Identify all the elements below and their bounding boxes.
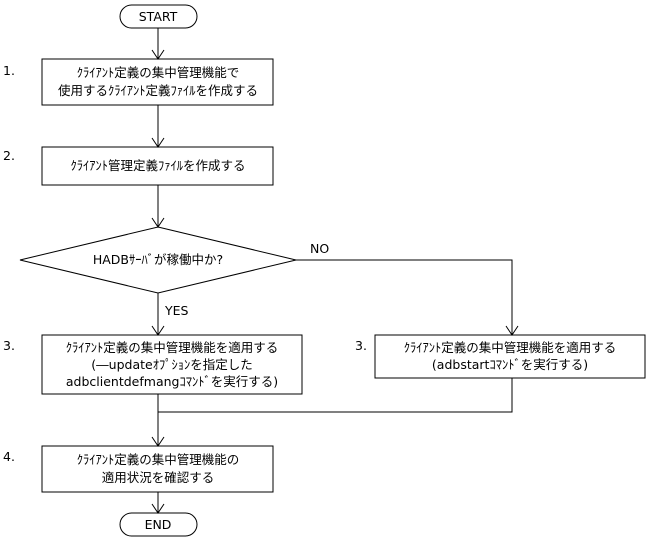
step3-yes-text-line2: (―updateｵﾌﾟｼｮﾝを指定した (91, 357, 253, 372)
connector-no (296, 259, 513, 335)
start-label: START (138, 9, 178, 24)
step2-text: ｸﾗｲｱﾝﾄ管理定義ﾌｧｲﾙを作成する (70, 158, 246, 173)
step3-yes-box (41, 334, 303, 395)
decision-yes-label: YES (165, 303, 189, 318)
step3-yes-text-line3: adbclientdefmangｺﾏﾝﾄﾞを実行する) (65, 374, 279, 389)
step4-text-line1: ｸﾗｲｱﾝﾄ定義の集中管理機能の (76, 452, 240, 467)
step3-no-box (374, 334, 646, 379)
step1-text-line1: ｸﾗｲｱﾝﾄ定義の集中管理機能で (76, 65, 240, 80)
step3-yes-text-line1: ｸﾗｲｱﾝﾄ定義の集中管理機能を適用する (65, 340, 279, 355)
decision-no-label: NO (310, 241, 330, 256)
step2-number: 2. (3, 148, 15, 163)
step3-no-number: 3. (355, 338, 367, 353)
step4-text-line2: 適用状況を確認する (101, 470, 215, 485)
end-label: END (144, 517, 172, 532)
step3-yes-number: 3. (3, 338, 15, 353)
end-terminator (119, 512, 198, 537)
step4-number: 4. (3, 449, 15, 464)
step3-no-text-line2: (adbstartｺﾏﾝﾄﾞを実行する) (431, 357, 589, 372)
connector-step3-no-merge (158, 378, 513, 413)
step3-no-text-line1: ｸﾗｲｱﾝﾄ定義の集中管理機能を適用する (403, 340, 617, 355)
decision-text: HADBｻｰﾊﾞが稼働中か? (92, 252, 224, 267)
step1-text-line2: 使用するｸﾗｲｱﾝﾄ定義ﾌｧｲﾙを作成する (57, 83, 259, 98)
step1-number: 1. (3, 63, 15, 78)
